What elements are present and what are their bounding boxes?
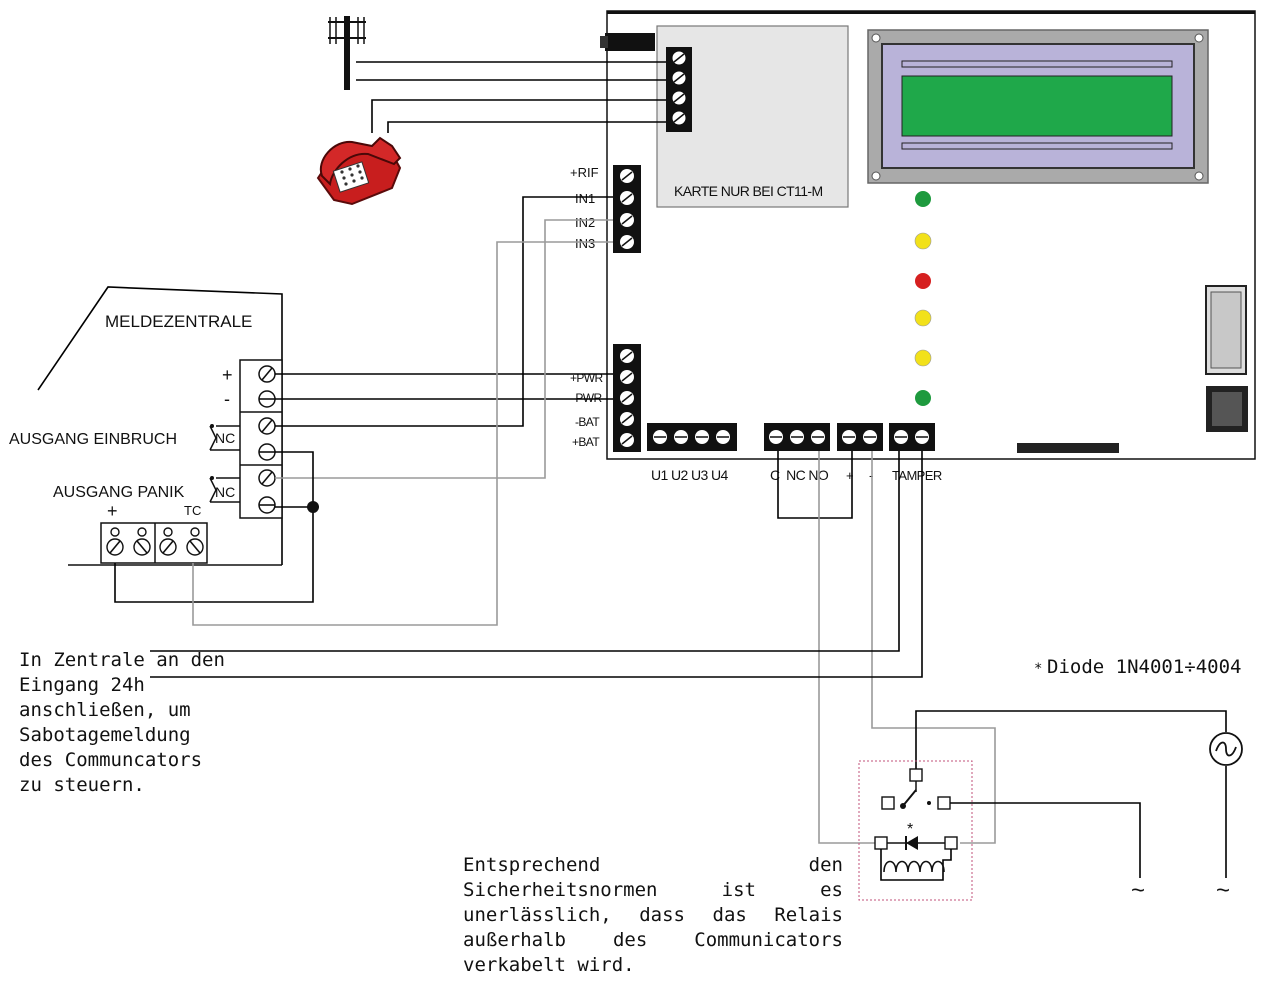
input-label-in3: IN3 [575,236,595,251]
power-label-bat-plus: +BAT [572,435,600,449]
supply-plus-label: + [846,468,854,483]
tamper-label: TAMPER [892,468,942,483]
input-label-rif: +RIF [570,165,599,180]
sabotage-note-line: zu steuern. [19,774,145,796]
sabotage-note-line: Eingang 24h [19,674,145,696]
aux-plus-label: + [107,501,118,521]
pin-header [1017,443,1119,453]
led-3 [915,273,931,289]
phone-line-wires [356,61,666,133]
relay-coil-icon [880,849,952,881]
ac-source-icon [1209,732,1243,766]
relay-terminals-label: C NC NO [770,467,829,483]
diode-icon [905,836,918,850]
sabotage-note-line: anschließen, um [19,699,191,721]
sabotage-note-line: In Zentrale an den [19,649,225,671]
ac-symbol-left: ~ [1131,877,1145,904]
nc-contact-burglary [209,424,240,451]
power-label-bat-minus: -BAT [575,415,600,429]
diode-note: Diode 1N4001÷4004 [1047,656,1241,678]
safety-note-line: verkabelt wird. [463,954,635,976]
line-terminal-block [666,47,692,132]
safety-note-line: außerhalb des Communicators [463,929,843,951]
panel-minus-label: - [224,389,230,409]
communicator-board: KARTE NUR BEI CT11-M [570,10,1256,483]
panel-title: MELDEZENTRALE [105,312,252,331]
card-label: KARTE NUR BEI CT11-M [674,183,823,199]
power-label-pwr-plus: +PWR [570,371,604,385]
output-terminal-block [647,423,737,451]
outputs-label: U1 U2 U3 U4 [651,467,728,483]
supply-terminal-block [837,423,883,451]
led-6 [915,390,931,406]
led-4 [914,309,932,327]
power-terminal-block [613,344,641,452]
tamper-terminal-block [889,423,935,451]
lcd-display [867,29,1209,184]
panel-plus-label: + [222,365,233,385]
alarm-panel: MELDEZENTRALE + - AUSGANG EINBRUCH AUSGA… [9,286,283,566]
input-label-in1: IN1 [575,191,595,206]
led-2 [914,232,932,250]
sabotage-note-line: Sabotagemeldung [19,724,191,746]
safety-note-line: unerlässlich, dass das Relais [463,904,843,926]
tc-label: TC [184,503,201,518]
panel-wiring [114,196,613,626]
nc-label-panic: NC [215,484,235,500]
red-telephone-icon [316,136,402,206]
input-label-in2: IN2 [575,215,595,230]
safety-note-line: Entsprechend den [463,854,843,876]
power-label-pwr-minus: -PWR [572,391,603,405]
external-relay: * [858,760,973,901]
supply-minus-label: - [869,468,873,483]
svg-text:*: * [1034,661,1042,677]
relay-terminal-block [764,423,830,451]
diode-marker: * [907,821,913,838]
safety-note-line: Sicherheitsnormen ist es [463,879,843,901]
nc-contact-panic [209,476,240,503]
input-terminal-block [613,165,641,253]
safety-note: Entsprechend den Sicherheitsnormen ist e… [463,853,843,978]
led-1 [915,191,931,207]
line-plug [605,33,655,51]
ac-symbol-right: ~ [1216,877,1230,904]
status-leds [914,191,932,406]
telephone-pole-icon [328,16,366,90]
sabotage-note: In Zentrale an den Eingang 24h anschließ… [19,648,225,798]
output-burglary-label: AUSGANG EINBRUCH [9,431,177,448]
relay-wiring [150,451,1227,878]
sabotage-note-line: des Communcators [19,749,203,771]
nc-label-burglary: NC [215,430,235,446]
output-panic-label: AUSGANG PANIK [53,484,185,501]
led-5 [914,349,932,367]
